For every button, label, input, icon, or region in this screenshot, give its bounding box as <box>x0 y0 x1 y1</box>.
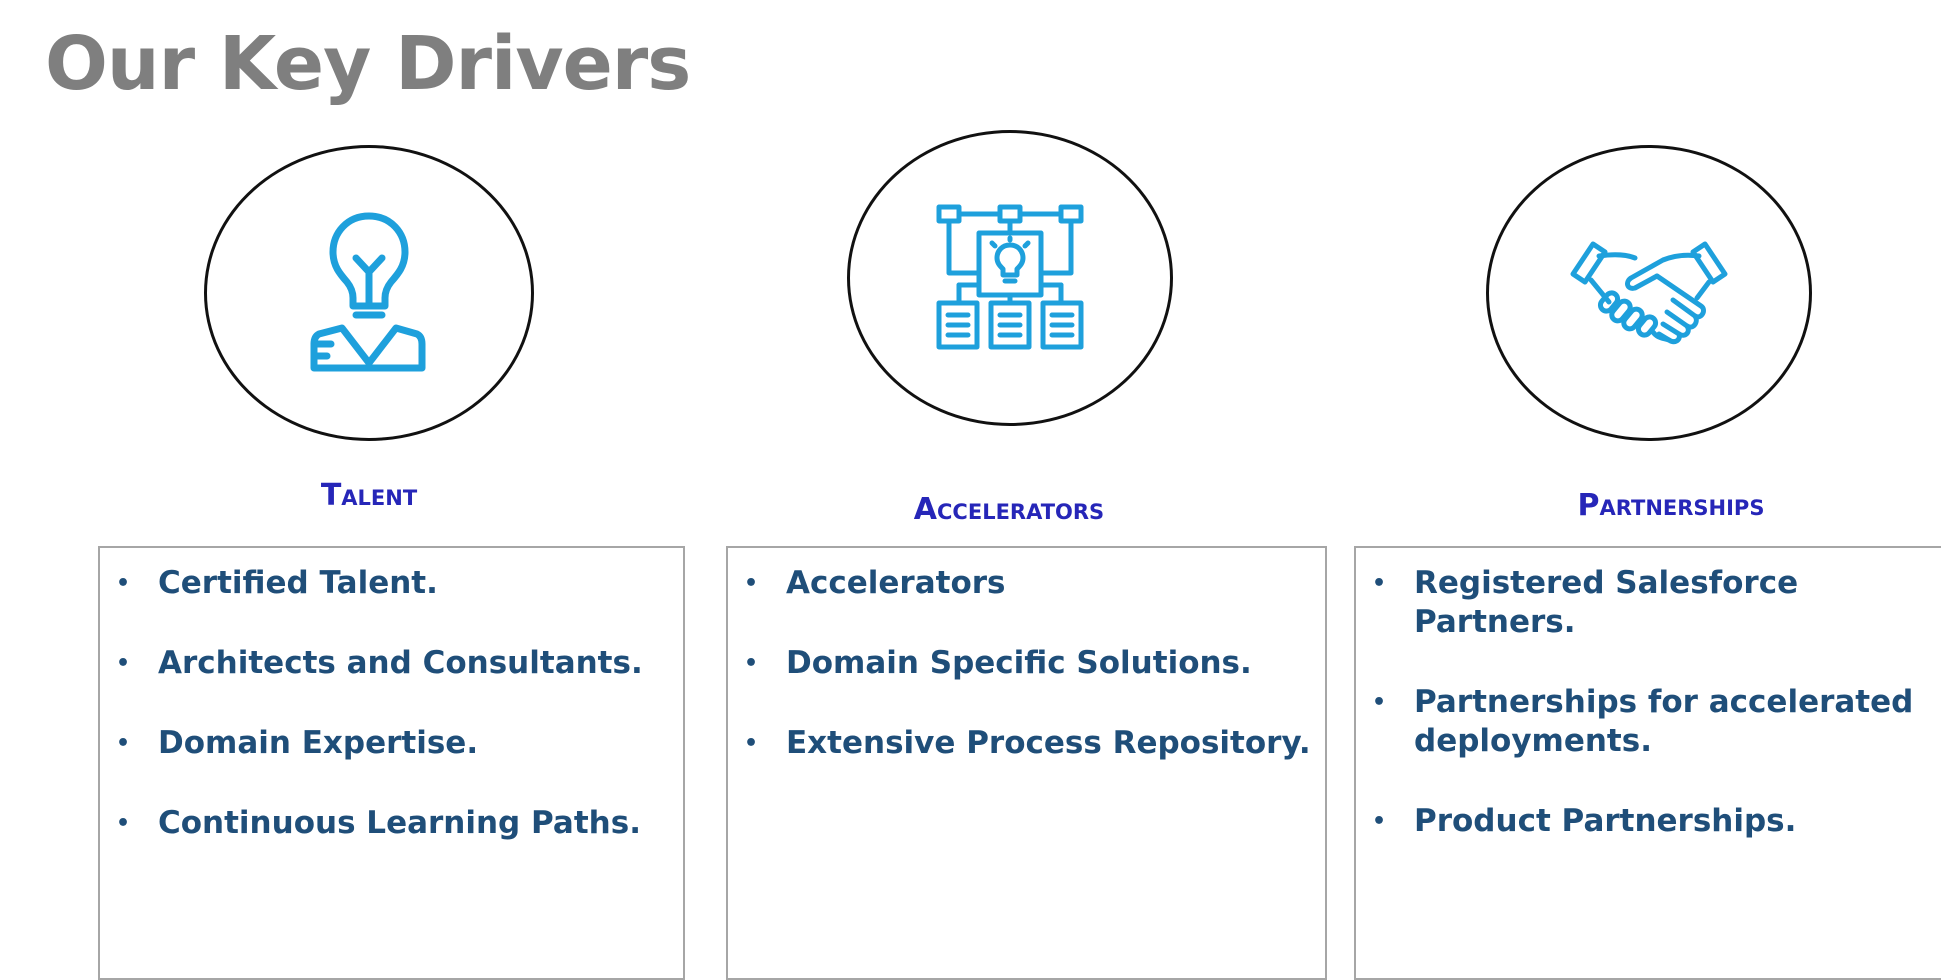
bullet-icon: • <box>744 731 759 756</box>
bullet-icon: • <box>116 731 131 756</box>
partnerships-list-box: •Registered Salesforce Partners. •Partne… <box>1354 546 1941 980</box>
list-item: •Domain Expertise. <box>116 725 479 761</box>
accelerators-list: •Accelerators •Domain Specific Solutions… <box>742 564 1311 763</box>
page-title: Our Key Drivers <box>45 21 691 107</box>
bullet-icon: • <box>116 571 131 596</box>
accelerators-icon-circle <box>847 130 1173 426</box>
bullet-icon: • <box>744 651 759 676</box>
bullet-icon: • <box>744 571 759 596</box>
list-item: •Extensive Process Repository. <box>744 725 1311 761</box>
list-item: •Architects and Consultants. <box>116 645 643 681</box>
accelerators-list-box: •Accelerators •Domain Specific Solutions… <box>726 546 1327 980</box>
list-item: •Certified Talent. <box>116 565 438 601</box>
list-item: •Product Partnerships. <box>1372 803 1797 839</box>
person-lightbulb-icon <box>310 212 426 372</box>
handshake-icon <box>1570 241 1728 345</box>
bullet-icon: • <box>1372 809 1387 834</box>
process-diagram-icon <box>936 204 1084 350</box>
list-item: •Partnerships for accelerated deployment… <box>1372 684 1914 759</box>
talent-list-box: •Certified Talent. •Architects and Consu… <box>98 546 685 980</box>
talent-icon-circle <box>204 145 534 441</box>
talent-heading: Talent <box>320 478 418 513</box>
bullet-icon: • <box>1372 571 1387 596</box>
accelerators-heading: Accelerators <box>913 492 1105 527</box>
list-item: •Registered Salesforce Partners. <box>1372 565 1799 640</box>
list-item: •Accelerators <box>744 565 1006 601</box>
partnerships-heading: Partnerships <box>1577 488 1765 523</box>
list-item: •Domain Specific Solutions. <box>744 645 1252 681</box>
partnerships-icon-circle <box>1486 145 1812 441</box>
list-item: •Continuous Learning Paths. <box>116 805 641 841</box>
bullet-icon: • <box>1372 690 1387 715</box>
bullet-icon: • <box>116 811 131 836</box>
bullet-icon: • <box>116 651 131 676</box>
partnerships-list: •Registered Salesforce Partners. •Partne… <box>1370 564 1927 841</box>
talent-list: •Certified Talent. •Architects and Consu… <box>114 564 669 843</box>
